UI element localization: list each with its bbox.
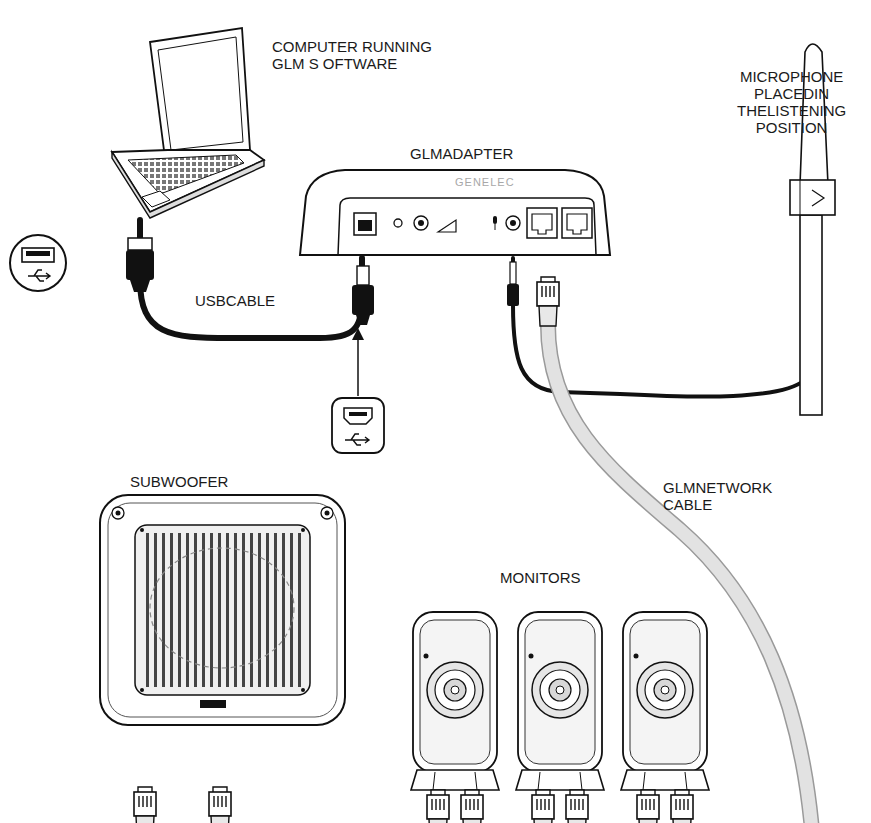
monitors-node: MONITORS [410, 565, 720, 795]
device-label: MICROPHONE PLACEDIN THELISTENING POSITIO… [737, 68, 846, 136]
cable-label: GLMNETWORK CABLE [663, 479, 772, 513]
device-label: GLMADAPTER [410, 145, 513, 162]
device-label: MONITORS [500, 569, 581, 586]
adapter-node: GLMADAPTER [298, 140, 610, 258]
cable-label: USBCABLE [195, 292, 275, 309]
computer-node: COMPUTER RUNNING GLM S OFTWARE [105, 25, 405, 220]
subwoofer-node: SUBWOOFER [98, 468, 348, 728]
device-label: COMPUTER RUNNING GLM S OFTWARE [272, 38, 447, 72]
brand-mark: GENELEC [455, 176, 515, 189]
microphone-node: MICROPHONE PLACEDIN THELISTENING POSITIO… [733, 60, 866, 380]
device-label: SUBWOOFER [130, 473, 228, 490]
